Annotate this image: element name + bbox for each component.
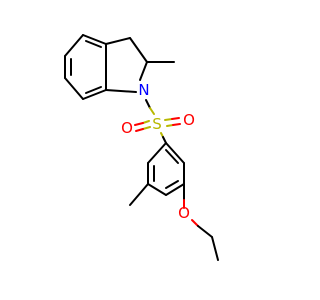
bond bbox=[105, 37, 131, 45]
bond bbox=[165, 142, 185, 164]
oxygen-atom-label: O bbox=[121, 119, 133, 137]
bond bbox=[139, 61, 148, 81]
sulfonyl-oxygens bbox=[134, 117, 181, 132]
double-bond bbox=[142, 126, 151, 130]
double-bond bbox=[166, 124, 174, 127]
bond bbox=[82, 89, 107, 100]
aryl-ring bbox=[147, 142, 185, 196]
double-bond-inner bbox=[165, 180, 179, 189]
bond bbox=[147, 183, 167, 196]
bond bbox=[105, 89, 137, 93]
bond bbox=[129, 37, 148, 63]
bond bbox=[147, 142, 167, 164]
bond bbox=[165, 183, 185, 196]
structure-canvas: N S O O O bbox=[64, 34, 219, 261]
double-bond bbox=[171, 117, 180, 120]
double-bond bbox=[164, 118, 173, 121]
bond bbox=[191, 219, 199, 227]
bond bbox=[64, 34, 84, 57]
oxygen-atom-label: O bbox=[183, 111, 195, 129]
ethyl-bond bbox=[211, 236, 219, 261]
double-bond-inner bbox=[85, 40, 102, 48]
double-bond bbox=[134, 122, 144, 126]
double-bond-inner bbox=[165, 149, 179, 164]
bond bbox=[64, 77, 84, 100]
methyl-bond bbox=[129, 183, 149, 206]
ether-oxygen-atom-label: O bbox=[178, 204, 190, 222]
bond bbox=[145, 99, 151, 109]
bond bbox=[149, 107, 155, 115]
bond bbox=[82, 34, 107, 45]
sulfur-atom-label: S bbox=[152, 115, 162, 133]
molecule-structure: N S O O O bbox=[64, 34, 219, 261]
double-bond bbox=[142, 120, 150, 124]
double-bond-inner bbox=[85, 86, 102, 94]
double-bond bbox=[172, 123, 181, 126]
indoline-benzene-ring bbox=[64, 34, 107, 100]
indoline-pyrrolidine-ring bbox=[105, 37, 175, 93]
bond bbox=[162, 136, 167, 144]
bond bbox=[197, 225, 213, 238]
double-bond bbox=[135, 128, 144, 132]
nitrogen-atom-label: N bbox=[138, 81, 149, 99]
